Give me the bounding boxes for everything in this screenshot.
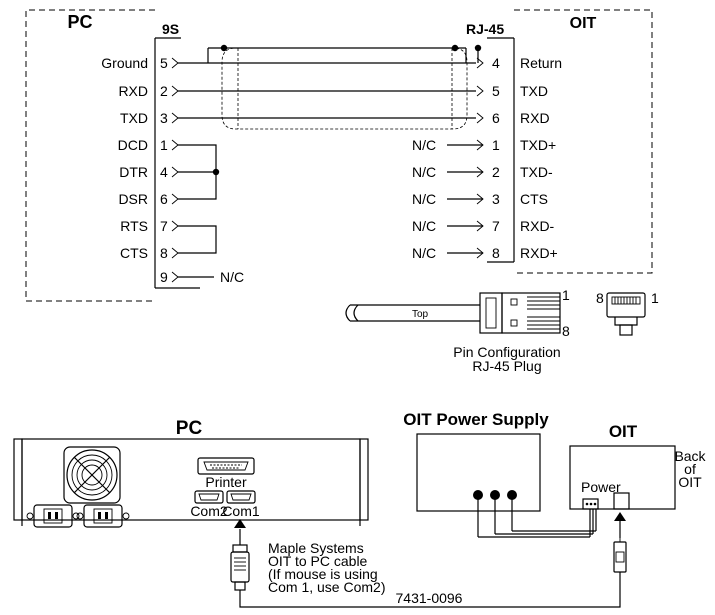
rts-cts-jumper [178,225,217,254]
pc-signal-dcd: DCD [118,137,148,153]
back-of-oit-label: Back [674,448,706,464]
oit-signal-cts: CTS [520,191,548,207]
cable-note: Maple Systems [268,540,364,556]
oit-signal-txd: TXD [520,83,548,99]
rj45-pin: 8 [492,245,500,261]
rj45-pin: 4 [492,55,500,71]
oit-signal-txd-plus: TXD+ [520,137,556,153]
power-wiring [477,495,597,538]
rj45-plug-illustration: Top [345,292,561,334]
db9-pin: 3 [160,110,168,126]
pc-rear-panel [13,438,369,526]
cable-part-number: 7431-0096 [396,590,463,606]
db9-pin-chevrons [171,57,179,283]
plug-pin8-label: 8 [562,323,570,339]
com1-label: Com1 [222,503,260,519]
db9-pin: 7 [160,218,168,234]
rj45-pin-chevrons [476,57,484,259]
pc-signal-ground: Ground [101,55,148,71]
nc-label: N/C [412,164,436,180]
back-of-oit-label: OIT [678,474,702,490]
db9-pin: 9 [160,269,168,285]
rj45-jack-icon [606,292,646,336]
pin9-nc: N/C [220,269,244,285]
com1-port-icon [226,490,256,504]
com2-port-icon [194,490,224,504]
jack-pin8-label: 8 [596,290,604,306]
nc-label: N/C [412,245,436,261]
pc-title: PC [67,12,92,32]
power-socket-icon [76,504,130,528]
hookup-pc-title: PC [176,418,203,439]
oit-signal-txd-minus: TXD- [520,164,553,180]
pc-signal-rts: RTS [120,218,148,234]
rj45-connector-label: RJ-45 [466,21,504,37]
pc-signal-dtr: DTR [119,164,148,180]
rj45-pin: 2 [492,164,500,180]
oit-signal-rxd-plus: RXD+ [520,245,558,261]
oit-rj45-port [613,492,630,510]
pin-config-caption-2: RJ-45 Plug [472,358,541,374]
db9-connector-label: 9S [162,21,179,37]
pc-signal-txd: TXD [120,110,148,126]
cable-shield [221,47,468,130]
db9-pin: 6 [160,191,168,207]
hookup-oit-title: OIT [609,422,638,441]
power-supply-title: OIT Power Supply [403,410,549,429]
pc-signal-dsr: DSR [118,191,148,207]
rj45-pin: 3 [492,191,500,207]
pc-to-oit-cable [230,512,627,608]
com2-label: Com2 [190,503,228,519]
oit-title: OIT [570,15,597,32]
rj45-pin: 7 [492,218,500,234]
pin-config-caption: Pin Configuration [453,344,560,360]
oit-enclosure [514,9,653,274]
db9-pin: 2 [160,83,168,99]
nc-label: N/C [412,218,436,234]
rj45-pin: 5 [492,83,500,99]
junction-dot [212,168,220,176]
pc-signal-cts: CTS [120,245,148,261]
pc-signal-rxd: RXD [118,83,148,99]
db9-pin: 8 [160,245,168,261]
jack-pin1-label: 1 [651,290,659,306]
cable-top-label: Top [412,309,429,320]
oit-signal-rxd: RXD [520,110,550,126]
cable-note: Com 1, use Com2) [268,579,385,595]
power-socket-icon [26,504,80,528]
cable-note: OIT to PC cable [268,553,368,569]
nc-label: N/C [412,191,436,207]
junction-dot [220,44,228,52]
db9-pin: 1 [160,137,168,153]
printer-label: Printer [205,474,247,490]
junction-dot [451,44,459,52]
plug-pin1-label: 1 [562,287,570,303]
db9-pin: 5 [160,55,168,71]
nc-label: N/C [412,137,436,153]
fan-icon [63,446,121,504]
rj45-pin: 6 [492,110,500,126]
oit-signal-return: Return [520,55,562,71]
pc-enclosure [25,9,155,302]
cable-note: (If mouse is using [268,566,378,582]
rj45-pin: 1 [492,137,500,153]
oit-signal-rxd-minus: RXD- [520,218,555,234]
db9-pin: 4 [160,164,168,180]
back-of-oit-label: of [684,461,696,477]
power-label: Power [581,479,621,495]
printer-port-icon [197,457,255,475]
